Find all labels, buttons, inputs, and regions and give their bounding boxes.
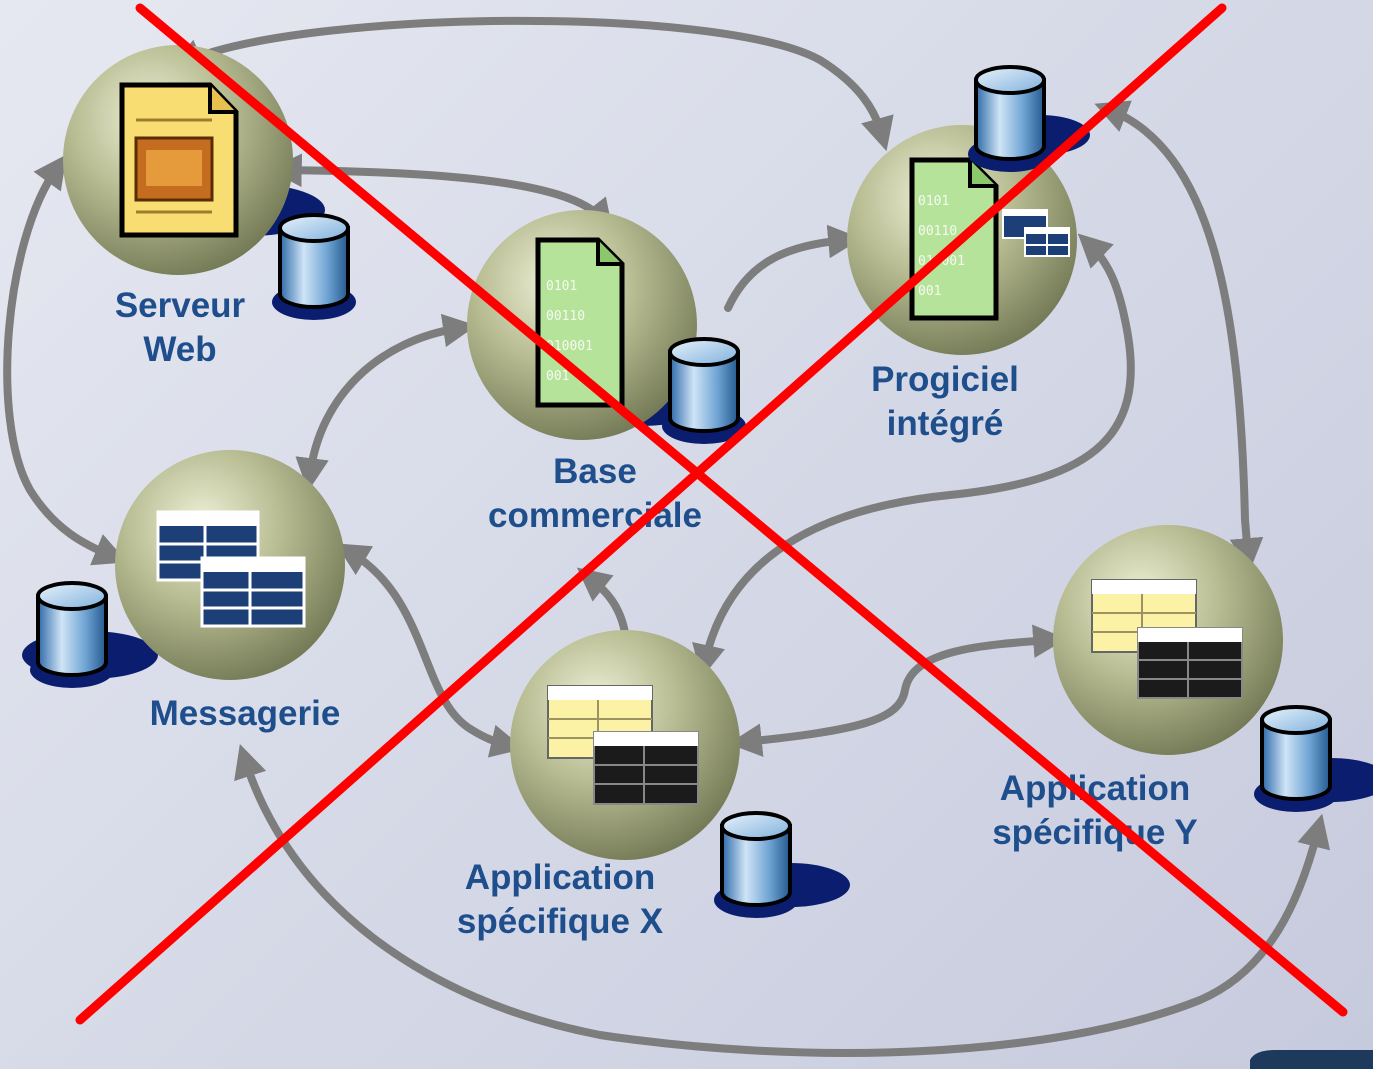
arrow-base-progiciel <box>724 224 862 312</box>
label-application-x: Application spécifique X <box>456 858 664 941</box>
node-messagerie <box>22 450 345 690</box>
binary-line: 0101 <box>918 194 949 209</box>
label-base-commerciale: Base commerciale <box>487 452 703 535</box>
database-icon <box>1252 705 1340 814</box>
node-base-commerciale: 0101 00110 010001 001 <box>467 210 748 446</box>
arrow-appx-base <box>576 567 629 637</box>
binary-document-icon: 0101 00110 010001 001 <box>535 237 625 408</box>
binary-line: 001 <box>546 369 569 384</box>
corner-tab <box>1250 1050 1373 1069</box>
arrow-appx-appy <box>728 624 1067 757</box>
database-icon <box>28 581 116 690</box>
binary-line: 010001 <box>918 254 965 269</box>
database-icon <box>660 337 748 446</box>
database-icon <box>712 811 800 920</box>
label-serveur-web: Serveur Web <box>114 286 246 369</box>
label-messagerie: Messagerie <box>149 694 341 733</box>
binary-line: 00110 <box>918 224 957 239</box>
binary-line: 0101 <box>546 279 577 294</box>
binary-line: 00110 <box>546 309 585 324</box>
database-icon <box>966 65 1054 174</box>
label-application-y: Application spécifique Y <box>992 769 1198 852</box>
label-progiciel-integre: Progiciel intégré <box>871 360 1019 443</box>
binary-document-icon: 0101 00110 010001 001 <box>909 157 999 321</box>
arrow-base-messagerie <box>295 313 477 492</box>
document-icon <box>119 82 239 238</box>
binary-line: 001 <box>918 284 941 299</box>
database-icon <box>270 213 358 322</box>
node-serveur-web <box>63 45 358 322</box>
binary-line: 010001 <box>546 339 593 354</box>
arrow-web-base <box>268 153 614 234</box>
node-progiciel-integre: 0101 00110 010001 001 <box>847 65 1090 355</box>
arrow-web-progiciel <box>169 16 894 152</box>
